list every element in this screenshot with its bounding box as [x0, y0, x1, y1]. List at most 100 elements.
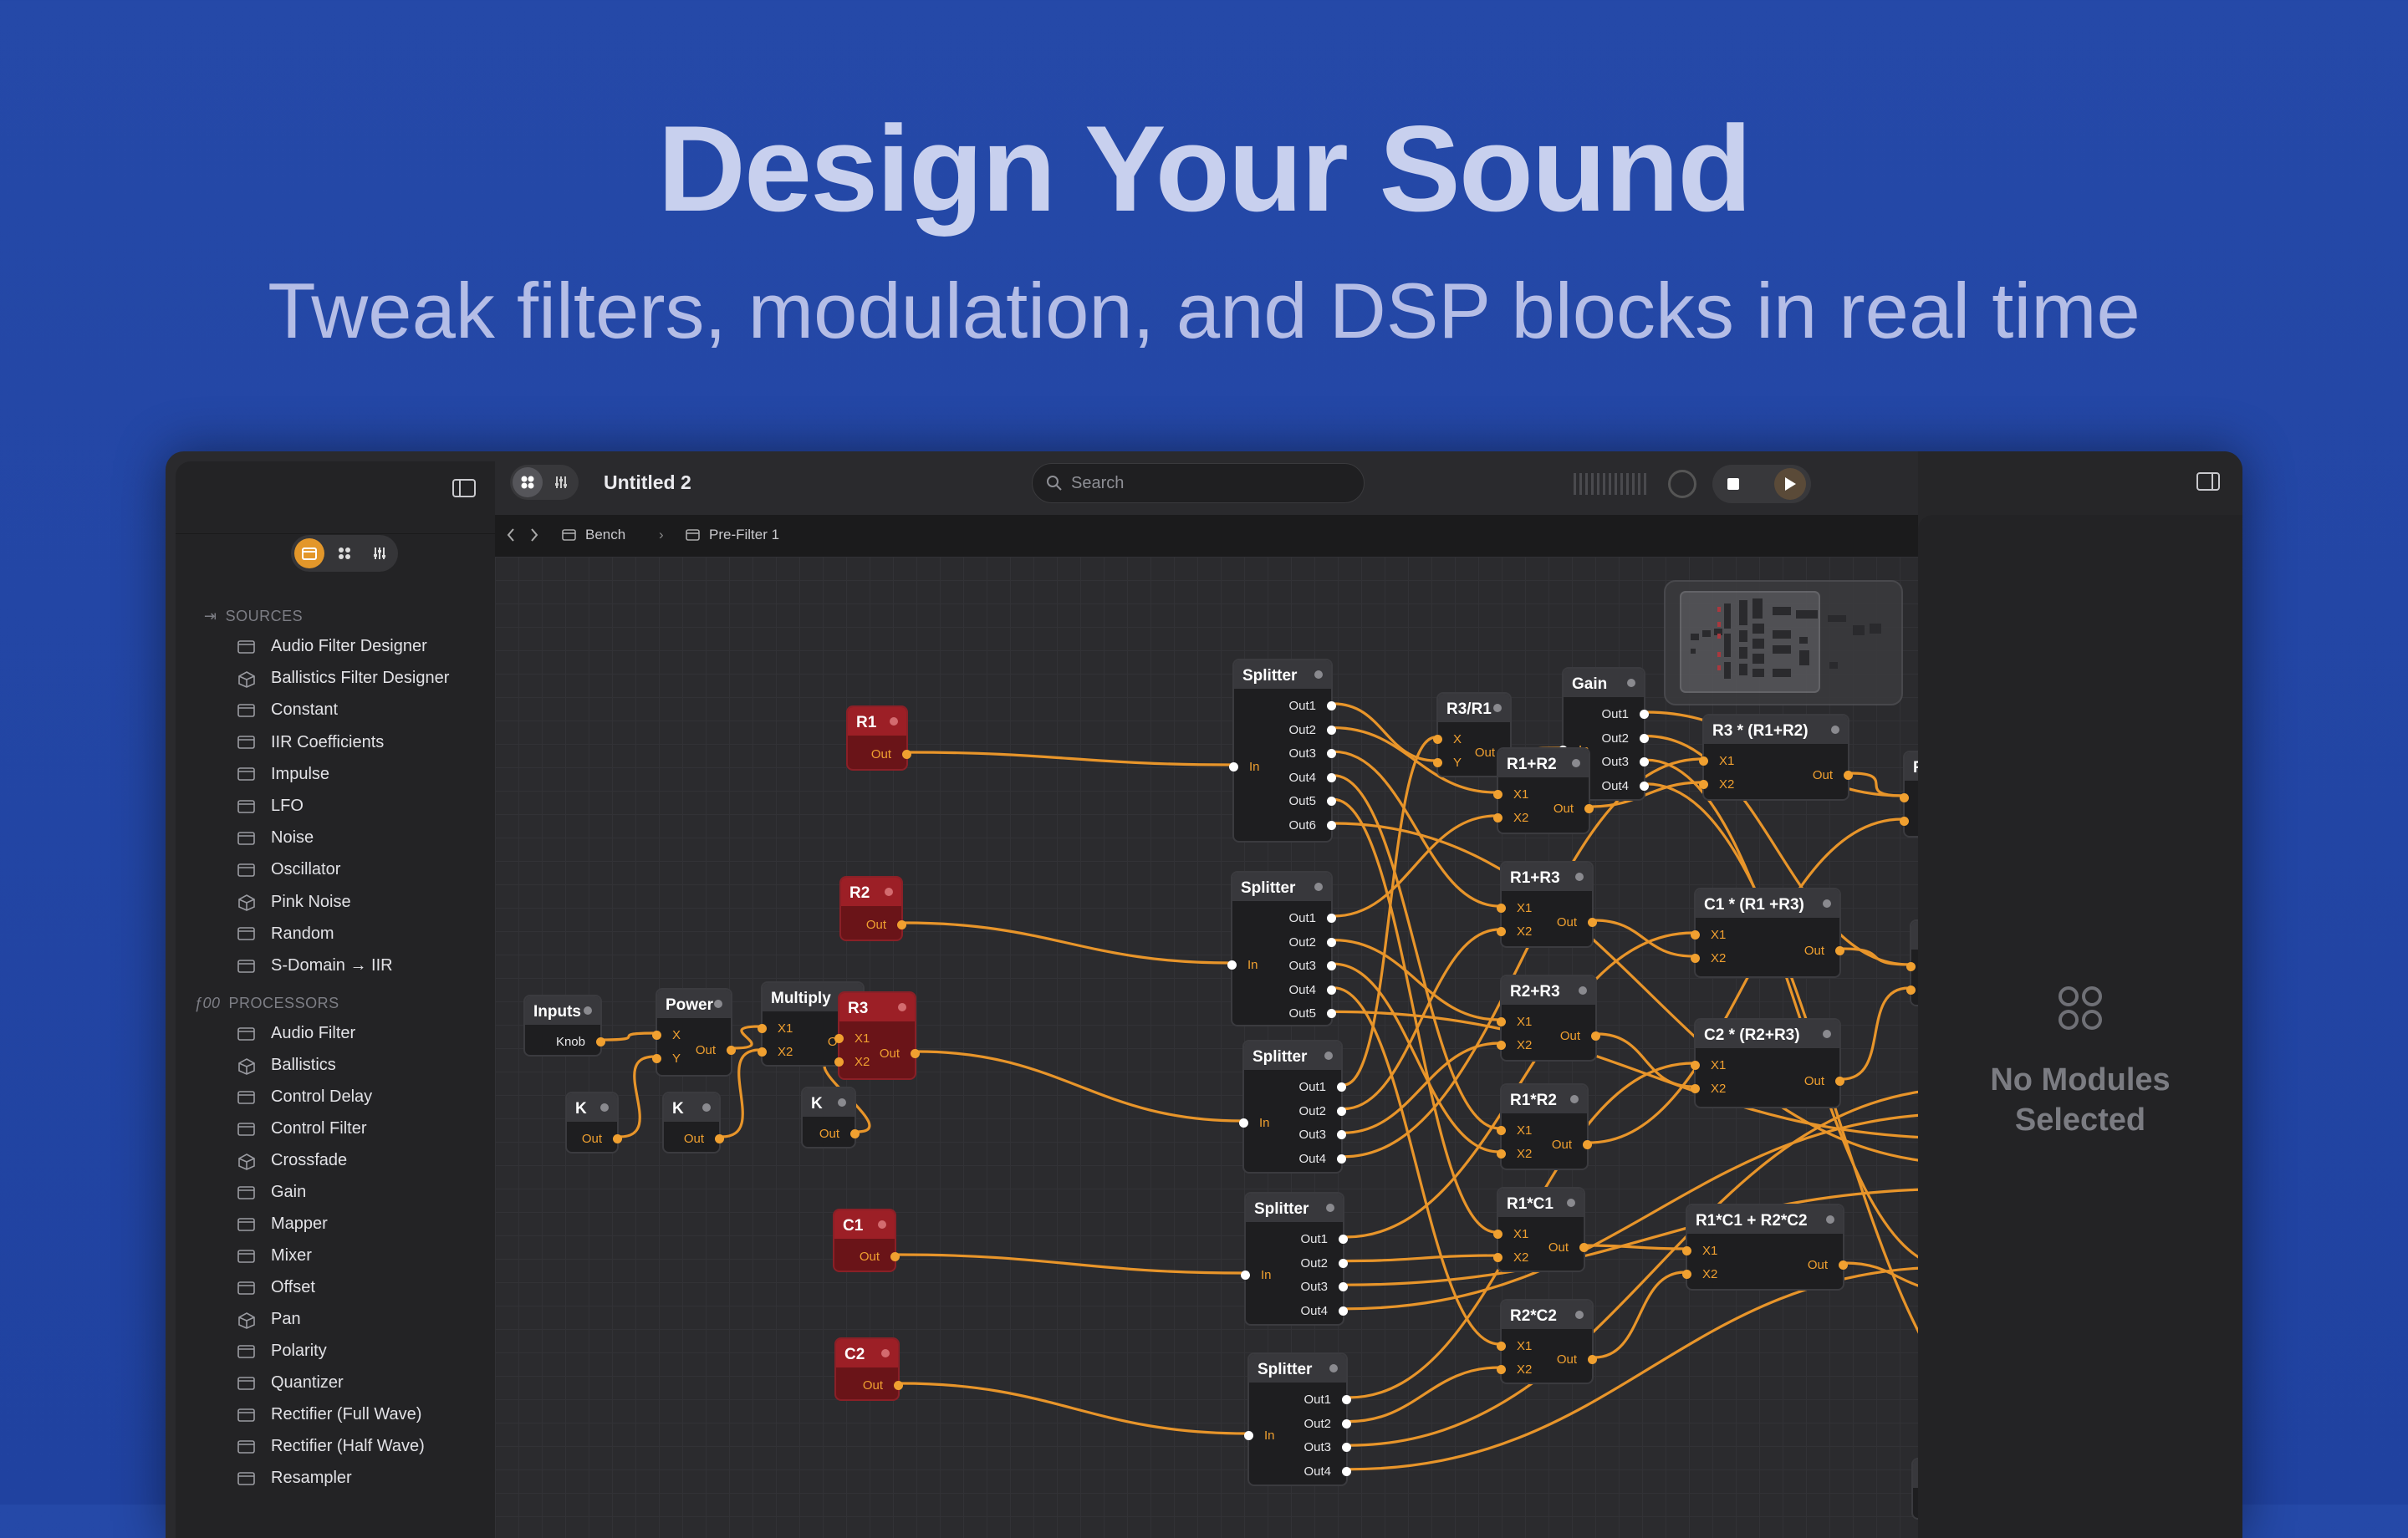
output-port[interactable] — [1337, 1082, 1346, 1092]
input-port[interactable] — [652, 1031, 661, 1040]
output-port[interactable] — [911, 1049, 920, 1058]
node-title[interactable]: R1*C1 — [1498, 1189, 1584, 1217]
output-port[interactable] — [1640, 733, 1649, 743]
input-port[interactable] — [758, 1047, 767, 1057]
source-item[interactable]: Oscillator — [237, 860, 340, 879]
input-port[interactable] — [1239, 1118, 1248, 1128]
node-title[interactable]: Splitter — [1244, 1041, 1341, 1070]
output-port[interactable] — [1337, 1106, 1346, 1116]
processor-item[interactable]: Control Delay — [237, 1087, 372, 1107]
node-status-dot-icon[interactable] — [885, 888, 893, 896]
output-port[interactable] — [727, 1046, 736, 1055]
back-chevron-icon[interactable] — [505, 527, 517, 543]
node-title[interactable]: Splitter — [1234, 660, 1331, 689]
output-port[interactable] — [1835, 1077, 1844, 1086]
input-port[interactable] — [1493, 1230, 1502, 1239]
processor-item[interactable]: Pan — [237, 1310, 301, 1329]
node-status-dot-icon[interactable] — [1823, 1030, 1831, 1038]
processor-item[interactable]: Offset — [237, 1278, 315, 1297]
breadcrumb-item-bench[interactable]: Bench — [562, 527, 625, 543]
output-port[interactable] — [1327, 701, 1336, 710]
node-status-dot-icon[interactable] — [1324, 1052, 1333, 1060]
node-title[interactable]: R3 * (R1+R2) — [1704, 716, 1848, 744]
processor-item[interactable]: Rectifier (Half Wave) — [237, 1437, 425, 1456]
input-port[interactable] — [1900, 793, 1909, 802]
input-port[interactable] — [1497, 927, 1506, 936]
output-port[interactable] — [1327, 985, 1336, 995]
output-port[interactable] — [1327, 749, 1336, 759]
node-title[interactable]: K — [664, 1093, 719, 1122]
node-title[interactable]: C1 * (R1 +R3) — [1696, 889, 1839, 918]
canvas-minimap[interactable] — [1664, 580, 1903, 705]
node-title[interactable]: Gain — [1564, 669, 1644, 697]
output-port[interactable] — [1339, 1306, 1348, 1316]
stop-icon[interactable] — [1717, 468, 1749, 500]
breadcrumb-item-prefilter[interactable]: Pre-Filter 1 — [686, 527, 779, 543]
node-status-dot-icon[interactable] — [1326, 1204, 1334, 1212]
input-port[interactable] — [1691, 954, 1700, 963]
node-title[interactable]: R2 — [841, 878, 901, 906]
input-port[interactable] — [1241, 1271, 1250, 1280]
input-port[interactable] — [1699, 756, 1708, 766]
node-status-dot-icon[interactable] — [1329, 1364, 1338, 1372]
folder-view-icon[interactable] — [294, 538, 324, 568]
node-status-dot-icon[interactable] — [1831, 726, 1839, 734]
patch-mode-icon[interactable] — [513, 467, 543, 497]
input-port[interactable] — [1691, 1084, 1700, 1093]
node-status-dot-icon[interactable] — [878, 1220, 886, 1229]
output-port[interactable] — [1327, 821, 1336, 830]
output-port[interactable] — [1327, 772, 1336, 782]
node-title[interactable]: K — [803, 1088, 855, 1117]
node-status-dot-icon[interactable] — [881, 1349, 890, 1357]
output-port[interactable] — [1640, 710, 1649, 719]
node-title[interactable]: Splitter — [1249, 1354, 1346, 1383]
output-port[interactable] — [1640, 757, 1649, 767]
search-input[interactable]: Search — [1032, 463, 1365, 503]
sources-section-header[interactable]: ⇥SOURCES — [204, 608, 304, 624]
inspector-toggle-icon[interactable] — [2196, 471, 2221, 496]
node-title[interactable]: R2*C2 — [1502, 1301, 1592, 1329]
node-status-dot-icon[interactable] — [1314, 883, 1323, 891]
output-port[interactable] — [850, 1129, 860, 1138]
node-add[interactable]: AddX1X2Out — [1906, 919, 1918, 1006]
node-status-dot-icon[interactable] — [898, 1003, 906, 1011]
forward-chevron-icon[interactable] — [528, 527, 540, 543]
input-port[interactable] — [1227, 960, 1237, 970]
node-status-dot-icon[interactable] — [600, 1103, 609, 1112]
node-title[interactable]: Power — [657, 990, 731, 1018]
output-port[interactable] — [715, 1134, 724, 1143]
source-item[interactable]: IIR Coefficients — [237, 733, 384, 752]
node-title[interactable]: C1 — [834, 1210, 895, 1239]
output-port[interactable] — [1337, 1154, 1346, 1164]
output-port[interactable] — [1640, 781, 1649, 791]
input-port[interactable] — [1493, 790, 1502, 799]
output-port[interactable] — [1583, 1140, 1592, 1149]
node-title[interactable]: C2 * (R2+R3) — [1696, 1020, 1839, 1048]
output-port[interactable] — [1327, 937, 1336, 947]
input-port[interactable] — [652, 1054, 661, 1063]
input-port[interactable] — [1682, 1270, 1691, 1279]
output-port[interactable] — [1579, 1243, 1589, 1252]
output-port[interactable] — [894, 1381, 903, 1390]
input-port[interactable] — [1497, 904, 1506, 913]
node-status-dot-icon[interactable] — [1627, 679, 1635, 687]
input-port[interactable] — [1906, 985, 1916, 995]
node-status-dot-icon[interactable] — [1567, 1199, 1575, 1207]
output-port[interactable] — [1339, 1282, 1348, 1292]
processor-item[interactable]: Mixer — [237, 1246, 312, 1266]
output-port[interactable] — [1839, 1260, 1848, 1270]
